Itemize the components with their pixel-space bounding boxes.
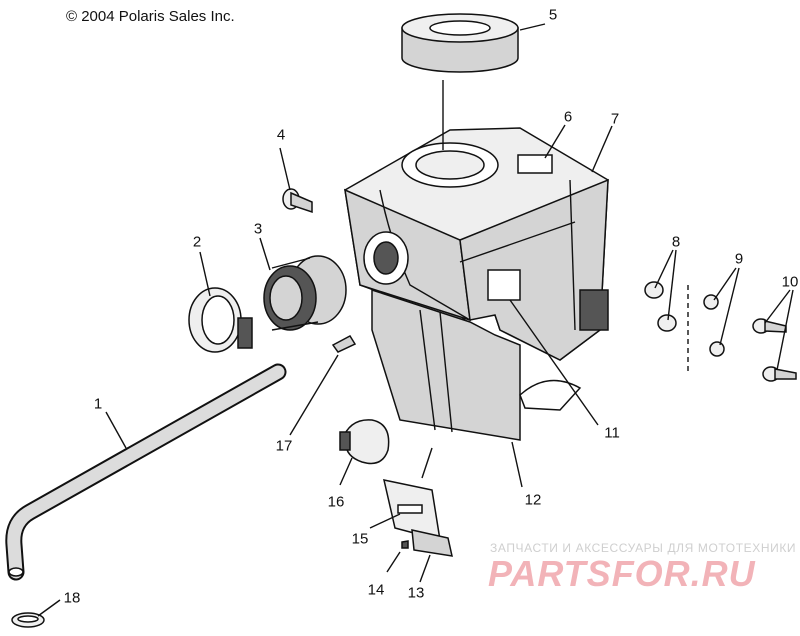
callout-5: 5	[548, 6, 558, 24]
leader-lines	[37, 23, 794, 617]
callout-18: 18	[63, 589, 81, 607]
part-9-washers	[703, 294, 725, 357]
part-16-clamp	[339, 419, 390, 465]
callout-14: 14	[367, 581, 385, 599]
part-14-clip	[401, 540, 409, 549]
part-2-clamp	[188, 287, 253, 353]
callout-17: 17	[275, 437, 293, 455]
part-1-drain-tube	[5, 363, 287, 581]
callout-9: 9	[734, 250, 744, 268]
callout-6: 6	[563, 108, 573, 126]
part-18-clamp	[11, 612, 45, 628]
callout-2: 2	[192, 233, 202, 251]
watermark-tagline: ЗАПЧАСТИ И АКСЕССУАРЫ ДЛЯ МОТОТЕХНИКИ	[490, 541, 797, 555]
airbox-housing	[344, 127, 609, 361]
callout-3: 3	[253, 220, 263, 238]
callout-1: 1	[93, 395, 103, 413]
part-3-intake-boot	[263, 255, 347, 331]
callout-13: 13	[407, 584, 425, 602]
copyright-text: © 2004 Polaris Sales Inc.	[66, 8, 235, 25]
part-4-bolt	[282, 188, 313, 214]
callout-10: 10	[781, 273, 799, 291]
callout-7: 7	[610, 110, 620, 128]
callout-8: 8	[671, 233, 681, 251]
watermark-logo-text: PARTSFOR.RU	[488, 553, 756, 594]
part-5-air-filter	[401, 13, 519, 73]
part-12-lower-airbox	[371, 288, 582, 441]
callout-12: 12	[524, 491, 542, 509]
callout-16: 16	[327, 493, 345, 511]
callout-15: 15	[351, 530, 369, 548]
part-8-fasteners	[644, 281, 677, 332]
callout-11: 11	[604, 424, 620, 442]
part-13-bracket	[411, 529, 453, 557]
part-10-screws	[752, 318, 797, 382]
callout-4: 4	[276, 126, 286, 144]
part-17-stud	[331, 335, 357, 353]
